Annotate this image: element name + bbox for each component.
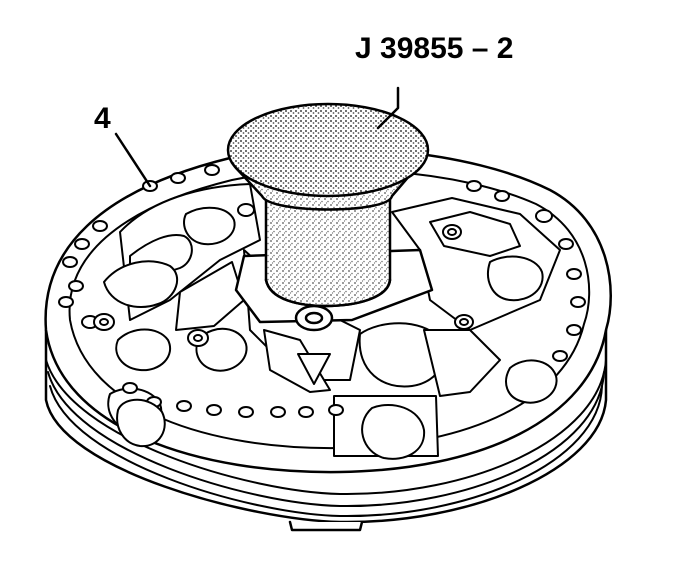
bolt-holes — [58, 164, 586, 418]
part-number-callout: 4 — [94, 102, 111, 135]
leader-lines — [114, 86, 400, 188]
side-port — [116, 398, 166, 448]
right-passages — [333, 197, 561, 460]
seal-installer-tool — [226, 102, 430, 308]
tool-callout-label: J 39855 – 2 — [355, 32, 514, 65]
